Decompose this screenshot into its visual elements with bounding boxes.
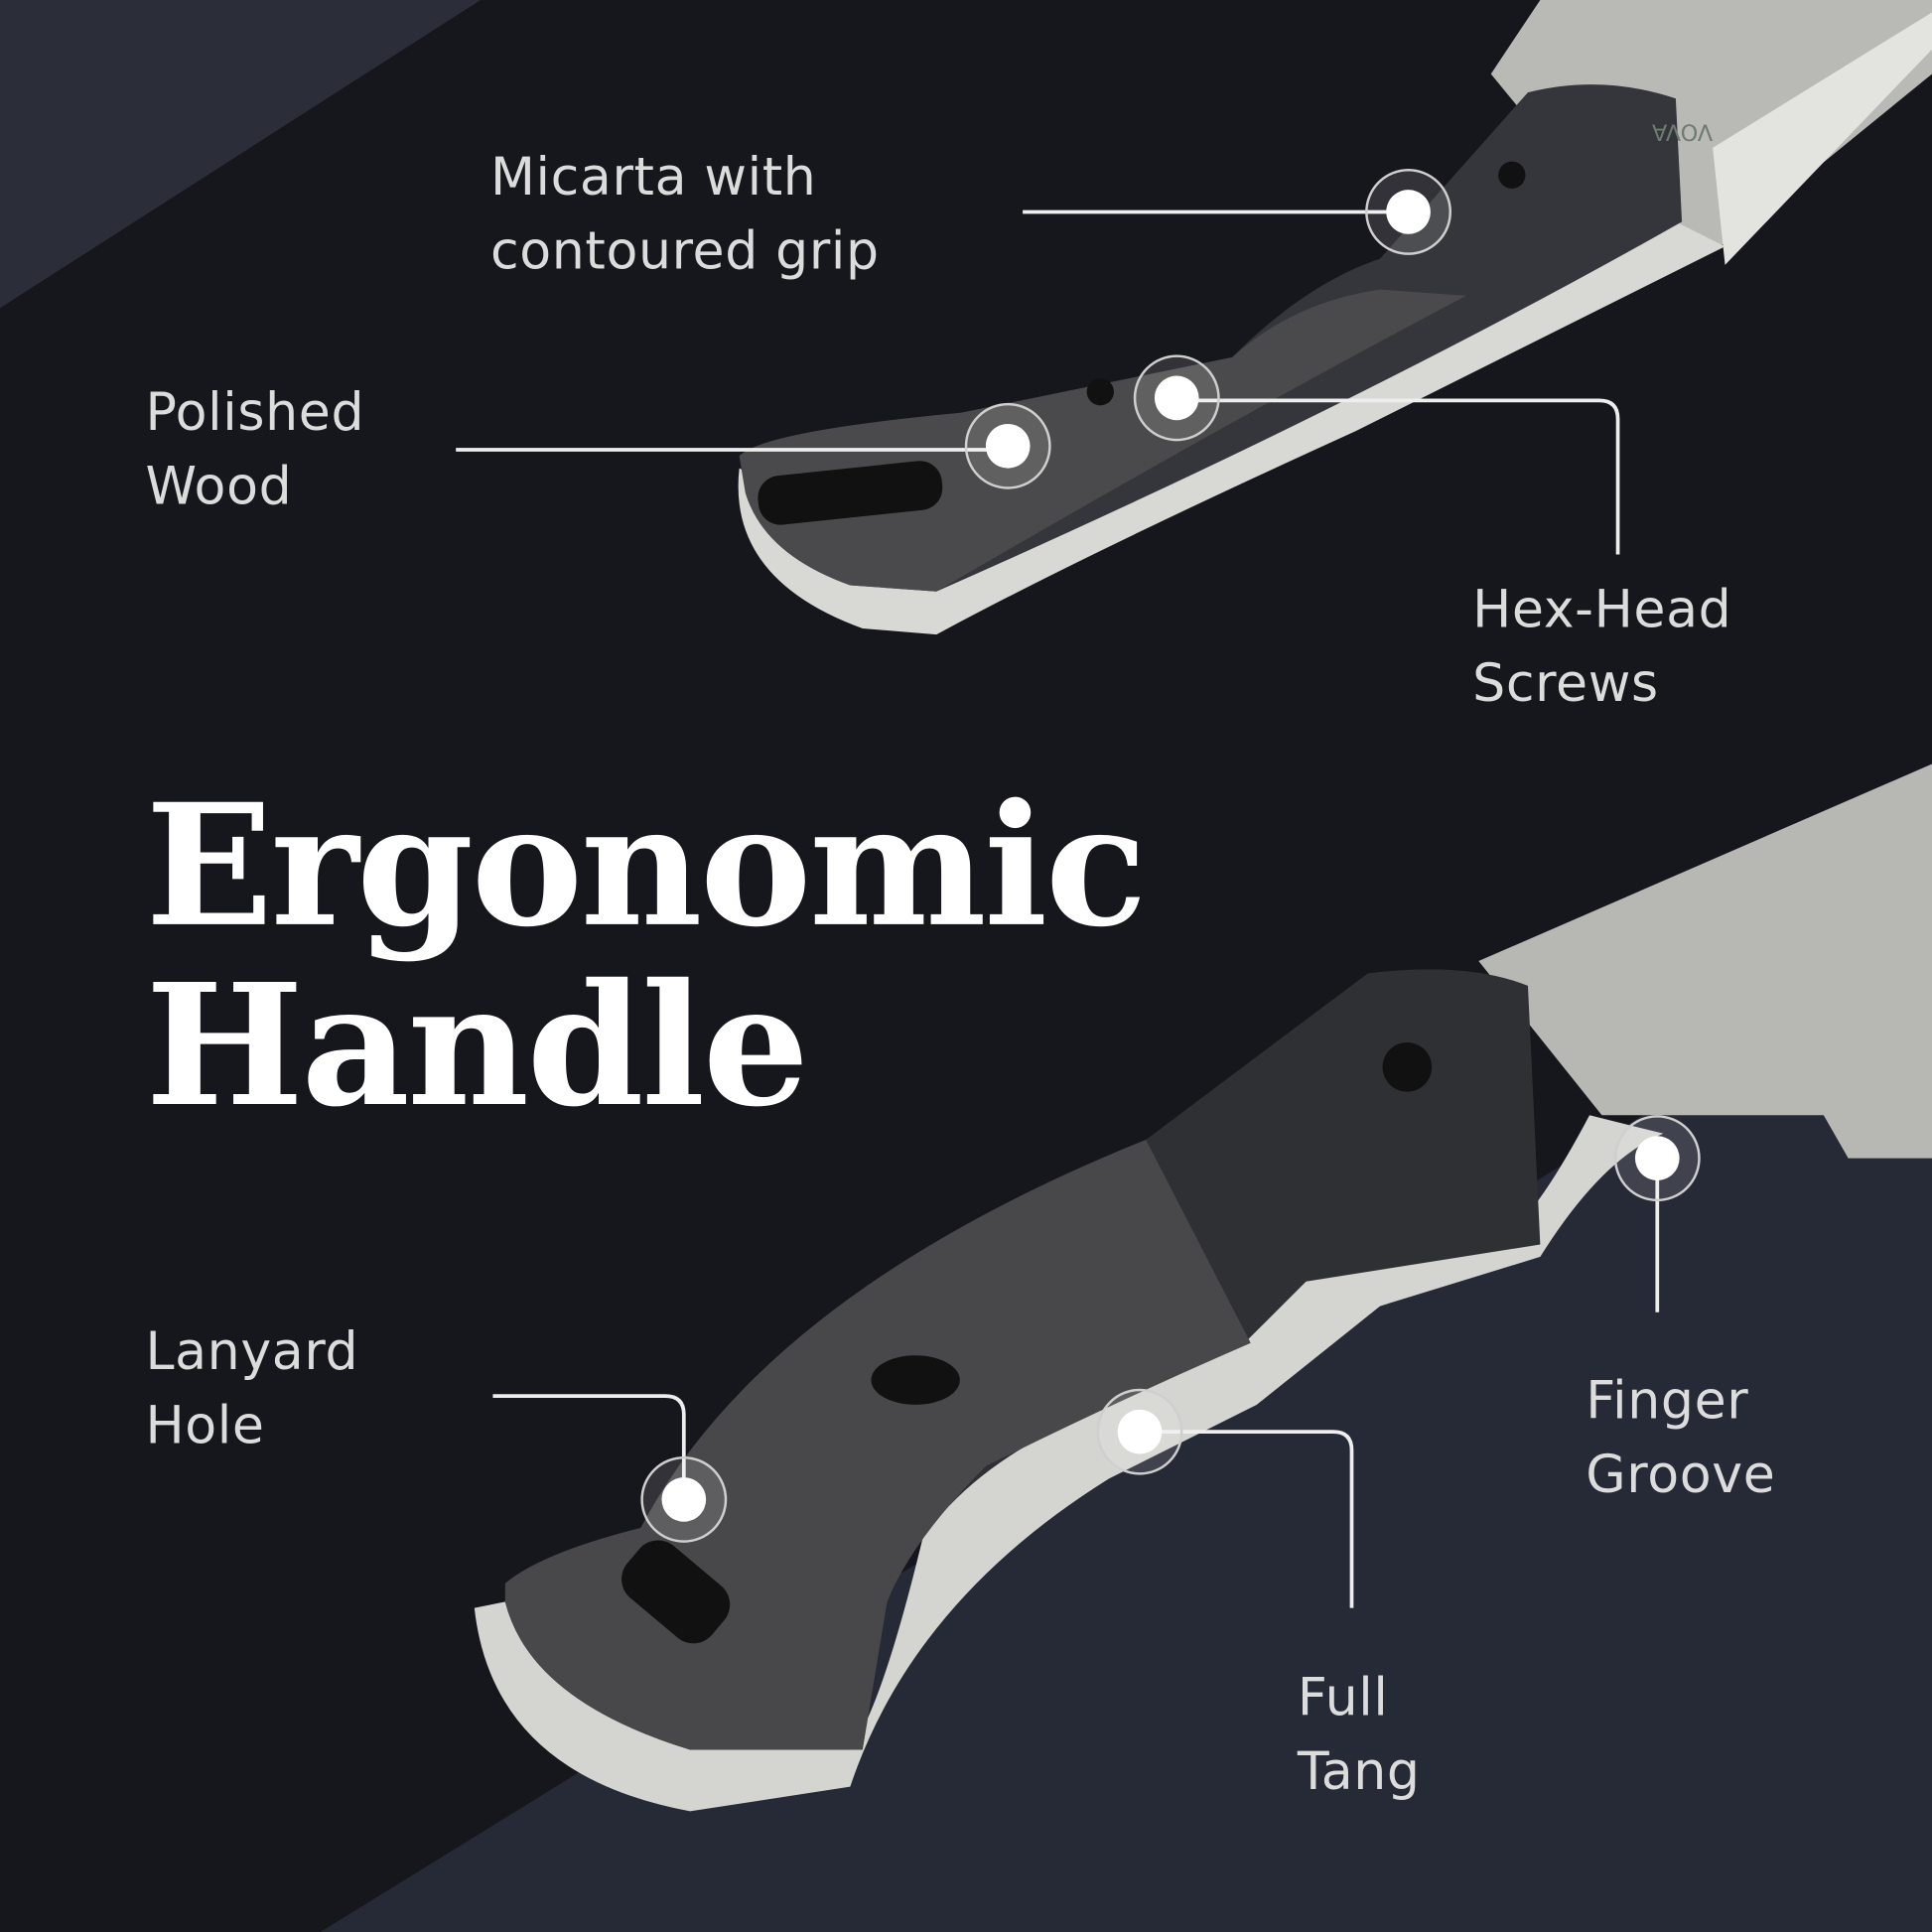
leader-lines	[456, 209, 1660, 1608]
wood-dot-icon	[964, 402, 1051, 489]
screws-dot-icon	[1133, 354, 1220, 442]
tang-dot-icon	[1096, 1388, 1183, 1475]
label-polished-wood: Polished Wood	[145, 381, 365, 517]
micarta-dot-icon	[1365, 169, 1452, 255]
page-title: Ergonomic Handle	[145, 767, 1147, 1145]
tang-leader	[1140, 1430, 1354, 1608]
groove-dot-icon	[1613, 1115, 1701, 1202]
label-finger-groove: Finger Groove	[1586, 1370, 1776, 1505]
title-line-1: Ergonomic	[145, 767, 1147, 965]
lanyard-dot-icon	[640, 1455, 728, 1543]
screws-leader	[1176, 398, 1620, 555]
label-hex-screws: Hex-Head Screws	[1472, 579, 1732, 714]
top-knife: VOVA	[738, 0, 1932, 635]
callout-dots	[640, 169, 1701, 1543]
label-lanyard-hole: Lanyard Hole	[145, 1320, 359, 1455]
bottom-knife	[474, 763, 1932, 1812]
blade-logo: VOVA	[1651, 118, 1713, 144]
lanyard-leader	[492, 1394, 686, 1500]
title-line-2: Handle	[145, 947, 809, 1145]
label-full-tang: Full Tang	[1297, 1667, 1421, 1802]
label-micarta: Micarta with contoured grip	[489, 146, 880, 281]
